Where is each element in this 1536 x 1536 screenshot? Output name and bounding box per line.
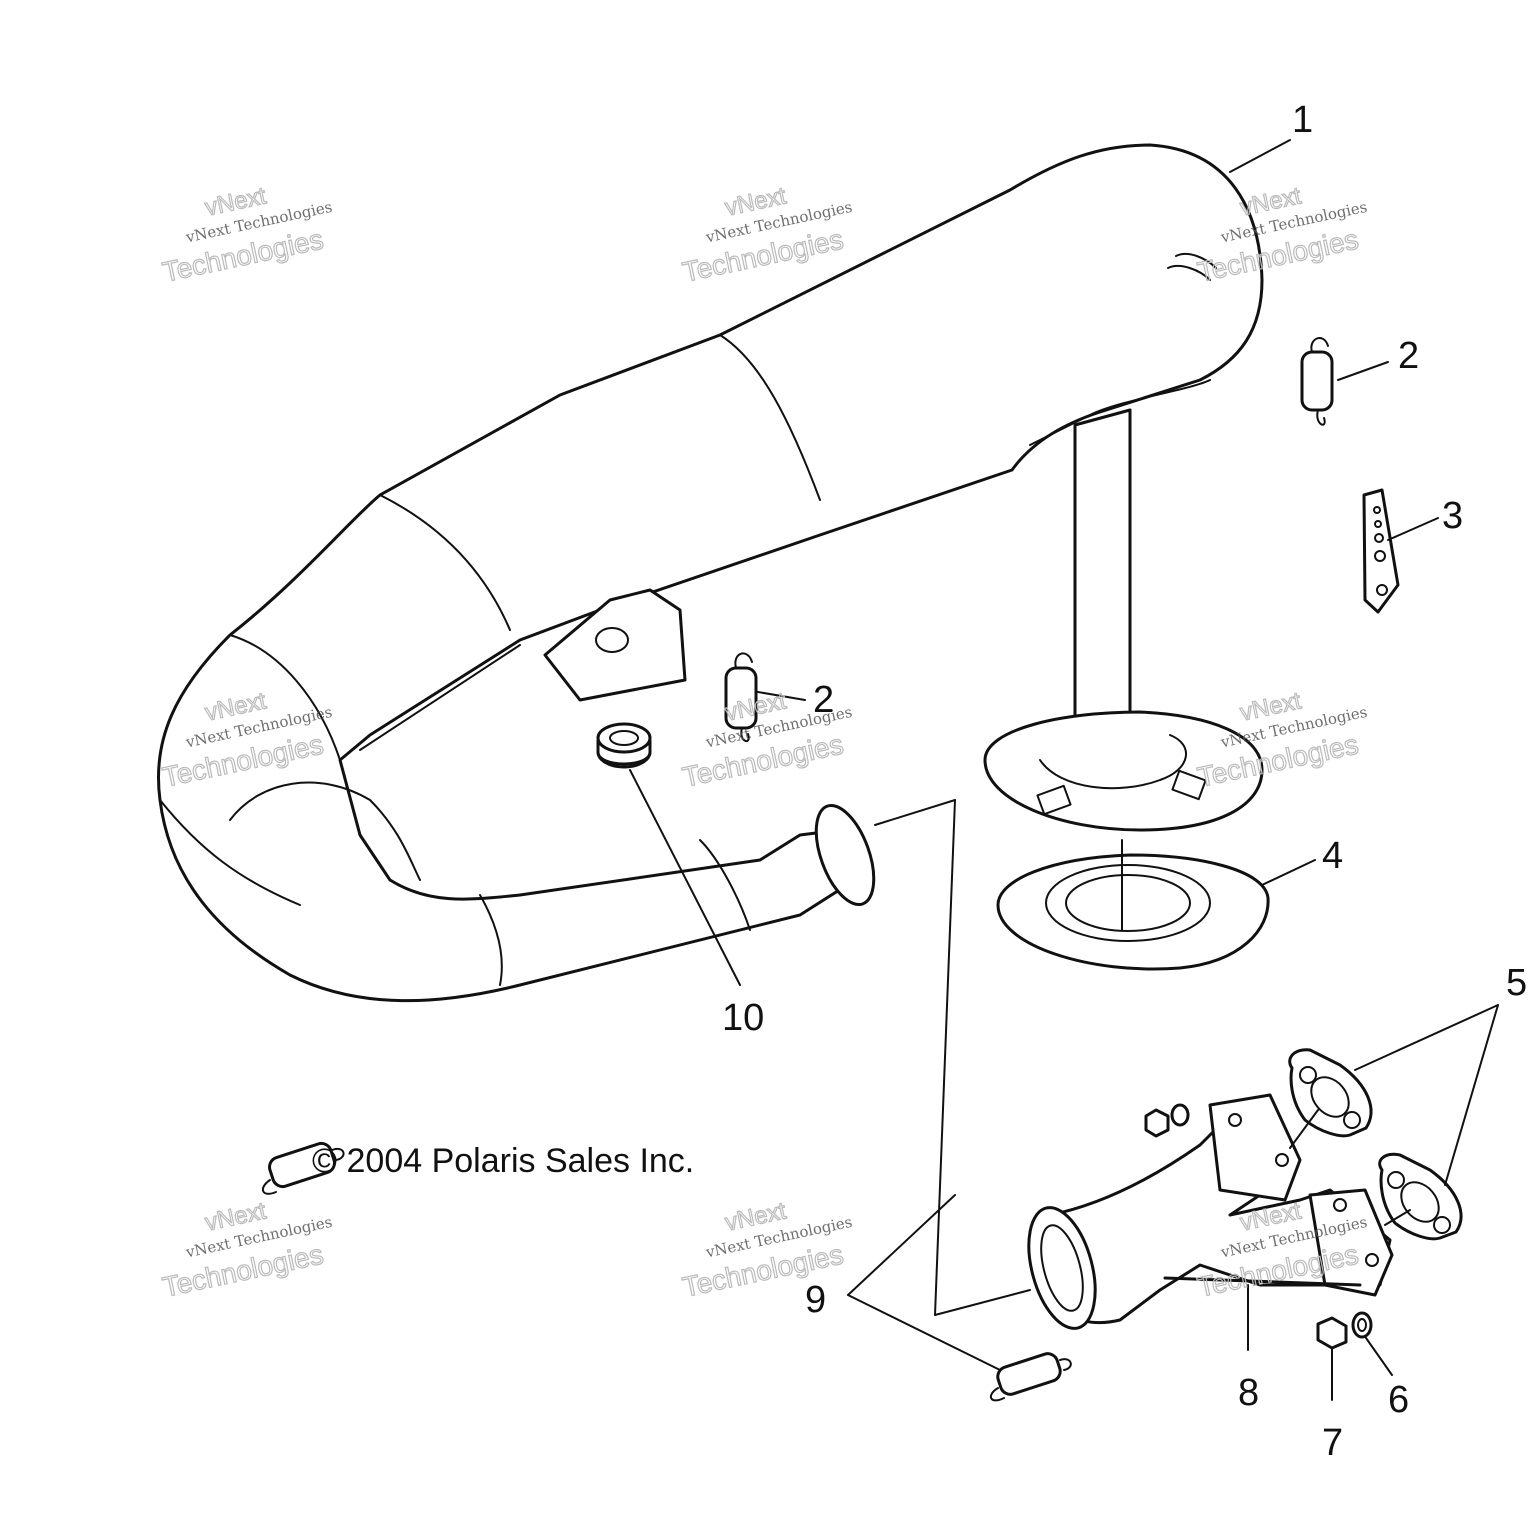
callout-labels: 1 2 3 2 4 5 10 9 8 7 6 (722, 99, 1527, 1464)
callout-8: 8 (1238, 1372, 1259, 1414)
washer (1351, 1311, 1373, 1339)
spring-9-lower (989, 1352, 1072, 1402)
spring-lower (724, 652, 758, 743)
grommet (596, 722, 652, 769)
leader-lines (629, 139, 1499, 1401)
watermark: vNext vNext Technologies Technologies (679, 1197, 854, 1304)
spring-9-upper (261, 1141, 345, 1195)
callout-5: 5 (1506, 962, 1527, 1004)
callout-2-upper: 2 (1398, 335, 1419, 377)
flange-gasket-lower (1378, 1152, 1463, 1241)
muffler-assembly (156, 143, 1264, 1003)
y-pipe-manifold (1027, 1093, 1394, 1330)
watermark: vNext vNext Technologies Technologies (159, 1197, 334, 1304)
gasket (996, 839, 1270, 971)
nut-washer-upper (1144, 1103, 1190, 1138)
nut (1316, 1316, 1348, 1350)
callout-10: 10 (722, 997, 764, 1039)
callout-1: 1 (1292, 99, 1313, 141)
callout-3: 3 (1442, 495, 1463, 537)
callout-4: 4 (1322, 835, 1343, 877)
stinger-pipe (983, 408, 1264, 832)
callout-6: 6 (1388, 1379, 1409, 1421)
copyright-notice: © 2004 Polaris Sales Inc. (312, 1142, 694, 1180)
flange-gasket-upper (1288, 1048, 1373, 1138)
callout-9: 9 (805, 1279, 826, 1321)
callout-7: 7 (1322, 1422, 1343, 1464)
watermark: vNext vNext Technologies Technologies (679, 182, 854, 289)
watermark: vNext vNext Technologies Technologies (159, 182, 334, 289)
callout-2-lower: 2 (813, 679, 834, 721)
spring-upper (1300, 337, 1334, 426)
bracket-plate (1362, 488, 1400, 614)
